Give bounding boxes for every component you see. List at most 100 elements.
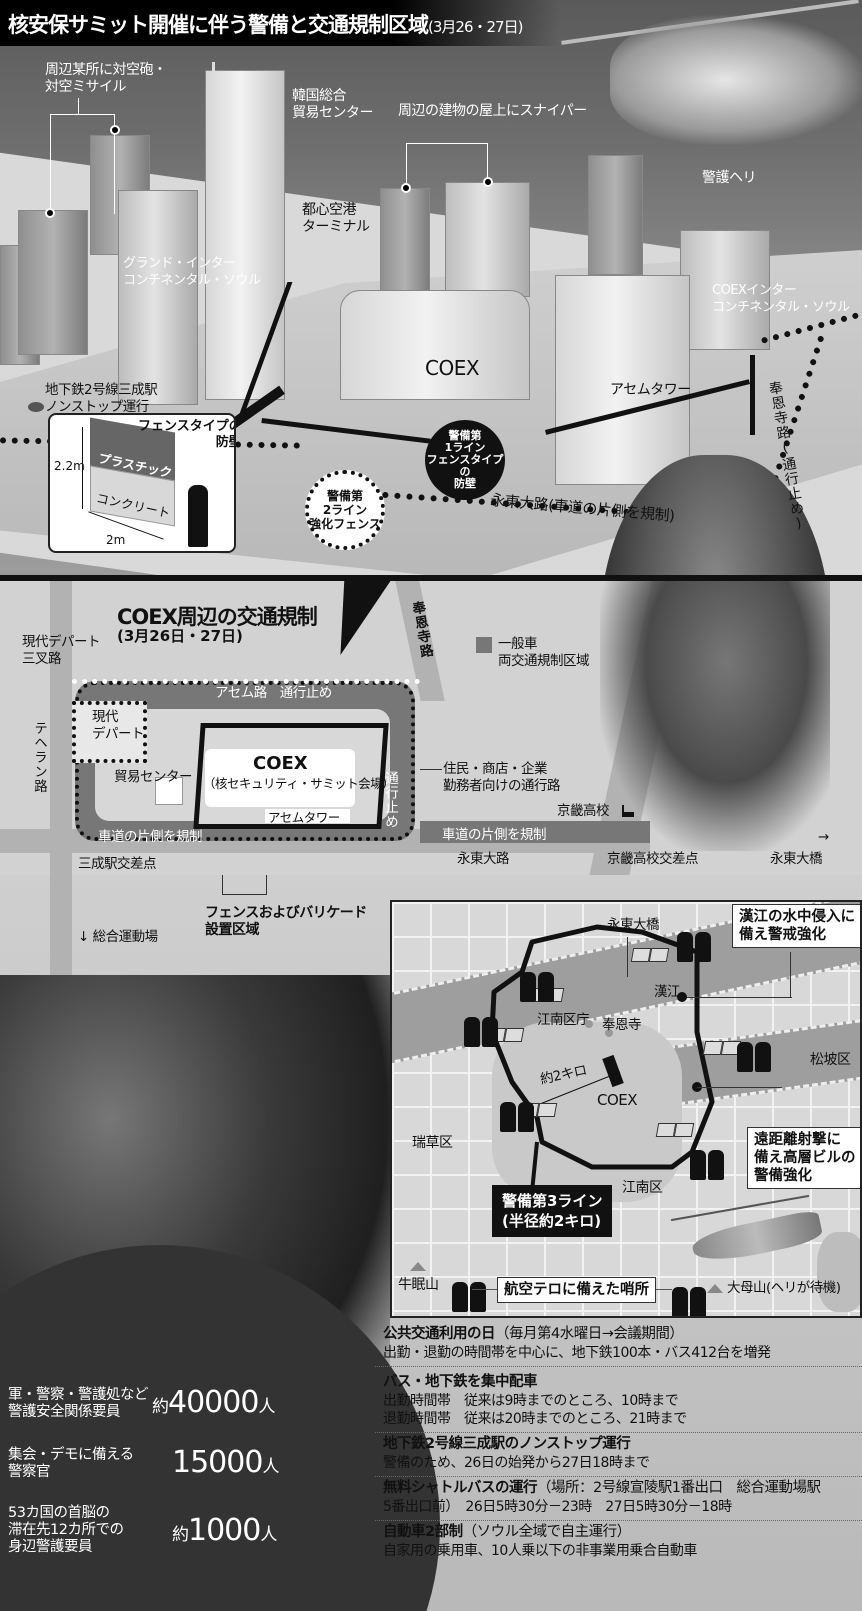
badge-text: フェンスタイプの bbox=[426, 453, 504, 478]
marker-dot bbox=[110, 125, 120, 135]
station-marker bbox=[28, 402, 44, 412]
guards-icon bbox=[500, 1102, 536, 1136]
stat-label: 軍・警察・警護処など bbox=[8, 1387, 149, 1403]
heading-note: （ソウル全域で自主運行） bbox=[462, 1524, 632, 1540]
leader-line bbox=[50, 114, 115, 214]
security-lines-section: フェンスおよびバリケード 設置区域 ↓ 総合運動場 軍・警察・警護処など 警護安… bbox=[0, 875, 862, 1611]
stat-unit: 人 bbox=[262, 1457, 279, 1477]
measure-item: 自動車2部制（ソウル全域で自主運行） 自家用の乗用車、10人乗以下の非事業用乗合… bbox=[375, 1521, 862, 1564]
trade-center-building bbox=[155, 777, 183, 805]
label-line: 防壁 bbox=[215, 435, 234, 450]
title-main: 核安保サミット開催に伴う警備と交通規制区域 bbox=[8, 13, 429, 37]
label-line: フェンスタイプの bbox=[138, 419, 236, 434]
label-asem-tower: アセムタワー bbox=[610, 382, 691, 398]
height-arrow bbox=[82, 427, 83, 509]
label-line: 警備第3ライン bbox=[502, 1192, 603, 1210]
label-gangnam-office: 江南区庁 bbox=[537, 1012, 590, 1028]
heading-text: 無料シャトルバスの運行 bbox=[383, 1480, 538, 1496]
label-line: 警備強化 bbox=[754, 1168, 812, 1184]
label-line: 住民・商店・企業 bbox=[443, 761, 548, 777]
measure-item: 公共交通利用の日（毎月第4水曜日→会議期間） 出勤・退勤の時間帯を中心に、地下鉄… bbox=[375, 1323, 862, 1367]
label-trade-center: 貿易センター bbox=[114, 769, 193, 785]
label-line: 対空ミサイル bbox=[45, 79, 126, 95]
label-samseong-junction: 三成駅交差点 bbox=[78, 856, 157, 872]
line2-badge: 警備第 2ライン 強化フェンス bbox=[305, 470, 385, 550]
label-gangnam: 江南区 bbox=[622, 1180, 663, 1196]
leader-line bbox=[420, 769, 442, 770]
label-line: グランド・インター bbox=[123, 256, 236, 271]
coex-building bbox=[205, 749, 355, 807]
label-han-river: 漢江 bbox=[654, 984, 681, 1000]
label-escort-heli: 警護ヘリ bbox=[702, 170, 757, 186]
marker-dot bbox=[401, 183, 411, 193]
checkpoint-hut-icon bbox=[630, 947, 670, 966]
badge-text: 強化フェンス bbox=[309, 517, 381, 531]
label-line: ノンストップ運行 bbox=[45, 399, 149, 415]
label-line: 一般車 bbox=[498, 636, 538, 652]
label-line: 都心空港 bbox=[302, 202, 356, 218]
guards-icon bbox=[464, 1017, 500, 1051]
traffic-restriction-map: 現代 デパート COEX周辺の交通規制 (3月26日・27日) 現代デパート 三… bbox=[0, 575, 862, 875]
legend-label: 一般車 両交通規制区域 bbox=[498, 636, 590, 670]
fence-inset-title: フェンスタイプの 防壁 bbox=[138, 419, 236, 451]
building bbox=[588, 155, 643, 275]
label-line: コンチネンタル・ソウル bbox=[123, 273, 261, 288]
stat-label: 滞在先12カ所での bbox=[8, 1522, 124, 1538]
measure-heading: 地下鉄2号線三成駅のノンストップ運行 bbox=[383, 1435, 854, 1454]
label-yeongdong-road: 永東大路 bbox=[457, 851, 510, 867]
badge-text: 1ライン bbox=[444, 441, 486, 454]
callout-line3: 警備第3ライン (半径約2キロ) bbox=[492, 1185, 613, 1237]
guards-icon bbox=[520, 972, 556, 1006]
building-coex bbox=[340, 290, 530, 400]
label-line: 韓国総合 bbox=[292, 88, 347, 104]
label-hyundai-dept: 現代 デパート bbox=[92, 709, 145, 743]
heading-text: 自動車2部制 bbox=[383, 1524, 463, 1540]
measure-item: 無料シャトルバスの運行（場所：2号線宣陵駅1番出口 総合運動場駅 5番出口前） … bbox=[375, 1477, 862, 1521]
callout-han-river: 漢江の水中侵入に 備え警戒強化 bbox=[732, 904, 860, 948]
guards-icon bbox=[672, 1287, 708, 1316]
stat-label: 警護安全関係要員 bbox=[8, 1404, 121, 1420]
stat-row: 軍・警察・警護処など 警護安全関係要員 bbox=[8, 1387, 149, 1421]
label-line: 両交通規制区域 bbox=[498, 653, 590, 669]
callout-long-range-sniper: 遠距離射撃に 備え高層ビルの 警備強化 bbox=[747, 1127, 860, 1189]
stat-unit: 人 bbox=[258, 1397, 275, 1417]
measure-detail: 自家用の乗用車、10人乗以下の非事業用乗合自動車 bbox=[383, 1543, 697, 1559]
white-dotted-border bbox=[72, 679, 420, 684]
label-line: 貿易センター bbox=[292, 105, 374, 121]
label-coex: COEX bbox=[597, 1091, 638, 1109]
label-coex: COEX bbox=[253, 753, 308, 774]
label-line: 備え高層ビルの bbox=[754, 1150, 856, 1166]
label-height: 2.2m bbox=[54, 459, 85, 473]
measure-detail: 警備のため、26日の始発から27日18時まで bbox=[383, 1455, 650, 1471]
stat-number: 40000 bbox=[168, 1385, 259, 1420]
hazmat-officer-photo bbox=[600, 581, 830, 851]
label-line: 三叉路 bbox=[22, 651, 62, 667]
label-daemosan: 大母山(ヘリが待機) bbox=[727, 1280, 841, 1296]
building-sniper-2 bbox=[445, 182, 530, 297]
guards-icon bbox=[677, 932, 713, 966]
aerial-illustration: 核安保サミット開催に伴う警備と交通規制区域(3月26・27日) 周辺某所に対空砲… bbox=[0, 0, 862, 575]
label-line: COEXインター bbox=[712, 283, 797, 298]
label-kyunggi-junction: 京畿高校交差点 bbox=[607, 851, 699, 867]
mountain-icon bbox=[410, 1262, 426, 1271]
label-songpa: 松坡区 bbox=[810, 1052, 851, 1068]
city-security-map: 永東大橋 漢江 江南区庁 奉恩寺 約2キロ COEX 松坡区 瑞草区 江南区 牛… bbox=[390, 900, 862, 1318]
building-trade-tower bbox=[205, 70, 285, 400]
stat-value: 約40000人 bbox=[152, 1385, 275, 1420]
callout-air-terror-post: 航空テロに備えた哨所 bbox=[497, 1277, 656, 1303]
escort-helicopter-photo bbox=[610, 15, 862, 145]
label-trade-center: 韓国総合 貿易センター bbox=[292, 88, 374, 122]
label-grand-intercontinental: グランド・インター コンチネンタル・ソウル bbox=[123, 255, 261, 289]
stat-value: 15000人 bbox=[172, 1445, 279, 1480]
leader-line bbox=[687, 997, 792, 998]
building-sniper-1 bbox=[380, 188, 430, 298]
label-umyeonsan: 牛眠山 bbox=[398, 1277, 439, 1293]
label-anti-air: 周辺某所に対空砲・ 対空ミサイル bbox=[45, 62, 167, 96]
antenna bbox=[212, 62, 215, 80]
label-line: 現代 bbox=[92, 709, 119, 725]
label-closed-vertical: 通行止め bbox=[382, 771, 398, 829]
label-yeongdong-bridge: 永東大橋 bbox=[770, 851, 823, 867]
label-teheran-road: テヘラン路 bbox=[31, 721, 47, 794]
measure-detail: 出勤時間帯 従来は9時までのところ、10時まで bbox=[383, 1393, 679, 1409]
marker-dot bbox=[483, 177, 493, 187]
